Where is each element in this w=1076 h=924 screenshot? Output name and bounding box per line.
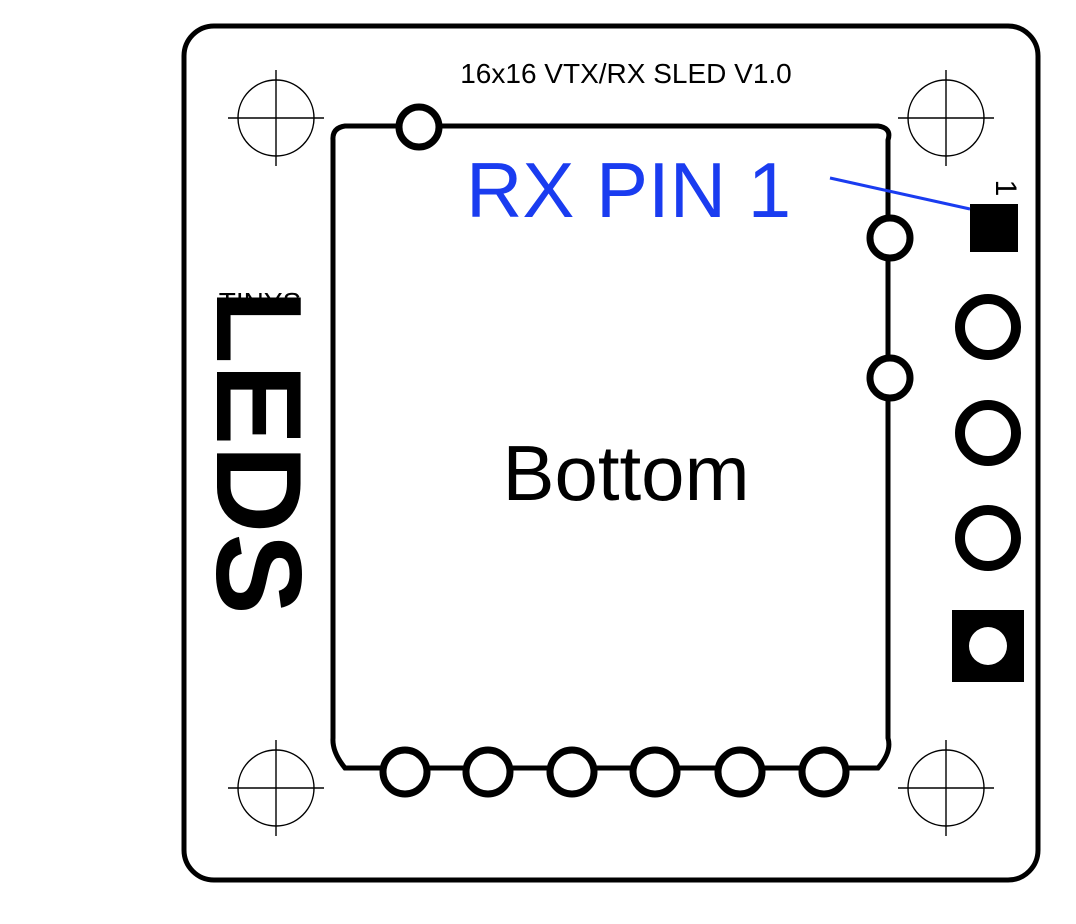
side-label: Bottom xyxy=(502,429,749,517)
module-footprint-outline xyxy=(330,123,892,771)
mount-hole-bottom-left-icon xyxy=(228,740,324,836)
pad-right-2-icon xyxy=(866,354,914,402)
pad-top-left-icon xyxy=(395,103,443,151)
pad-bottom-2-icon xyxy=(462,746,514,798)
logo-tinys: TINYS xyxy=(219,287,301,318)
annotation-leader-line xyxy=(829,176,971,211)
mount-hole-bottom-right-icon xyxy=(898,740,994,836)
pad-bottom-4-icon xyxy=(629,746,681,798)
pad-bottom-1-icon xyxy=(379,746,431,798)
header-pad-4-icon xyxy=(955,505,1021,571)
header-pad-3-icon xyxy=(955,400,1021,466)
pad-bottom-5-icon xyxy=(714,746,766,798)
board-outline xyxy=(181,23,1041,883)
header-pad-2-icon xyxy=(955,294,1021,360)
pin-number-label: 1 xyxy=(989,180,1022,197)
rx-pin-1-annotation: RX PIN 1 xyxy=(466,146,791,234)
pin-1-marker-square-icon xyxy=(970,204,1018,252)
pad-bottom-6-icon xyxy=(798,746,850,798)
pad-right-1-icon xyxy=(866,214,914,262)
header-pad-5-square-icon xyxy=(952,610,1024,682)
mount-hole-top-left-icon xyxy=(228,70,324,166)
mount-hole-top-right-icon xyxy=(898,70,994,166)
pad-bottom-3-icon xyxy=(546,746,598,798)
board-title: 16x16 VTX/RX SLED V1.0 xyxy=(460,58,792,89)
logo-leds: LEDS xyxy=(191,289,327,614)
